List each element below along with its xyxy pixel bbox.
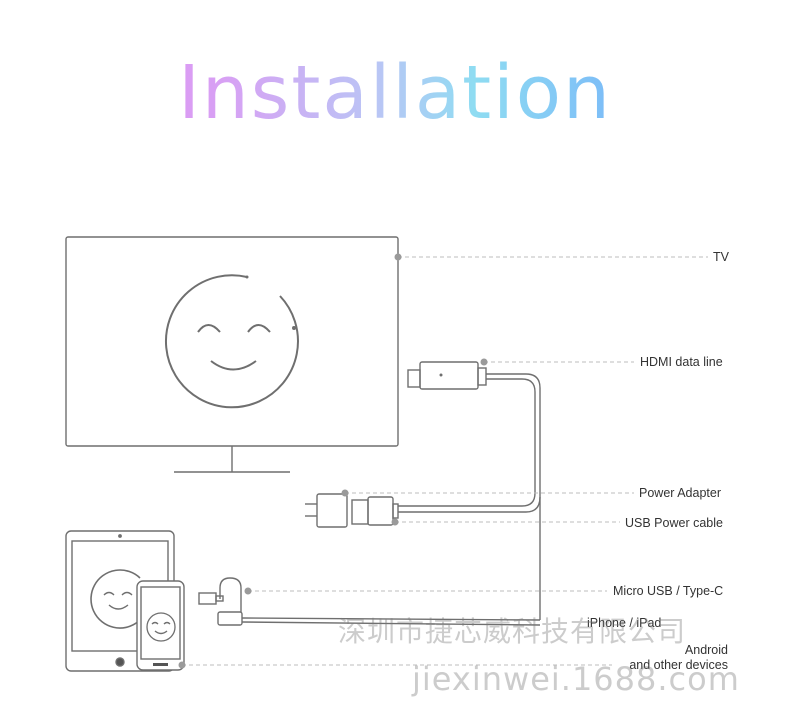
label-usb-power-cable: USB Power cable [625, 516, 723, 530]
power-adapter [305, 493, 348, 528]
watermark-company: 深圳市捷芯威科技有限公司 [338, 615, 687, 648]
usb-plug [351, 496, 399, 526]
label-power-adapter: Power Adapter [639, 486, 721, 500]
phone-illustration [136, 580, 185, 671]
label-hdmi: HDMI data line [640, 355, 723, 369]
label-android-line2: and other devices [629, 658, 728, 672]
micro-usb-connector [198, 577, 541, 626]
watermark-site: jiexinwei.1688.com [412, 660, 740, 698]
hdmi-connector [407, 361, 487, 390]
label-android: Android and other devices [620, 643, 728, 673]
label-micro-usb: Micro USB / Type-C [613, 584, 724, 598]
label-android-line1: Android [684, 643, 728, 657]
page-title: Installation [0, 48, 790, 138]
label-iphone-ipad: iPhone / iPad [587, 616, 662, 630]
label-tv: TV [713, 250, 729, 264]
tv-illustration [65, 236, 399, 473]
